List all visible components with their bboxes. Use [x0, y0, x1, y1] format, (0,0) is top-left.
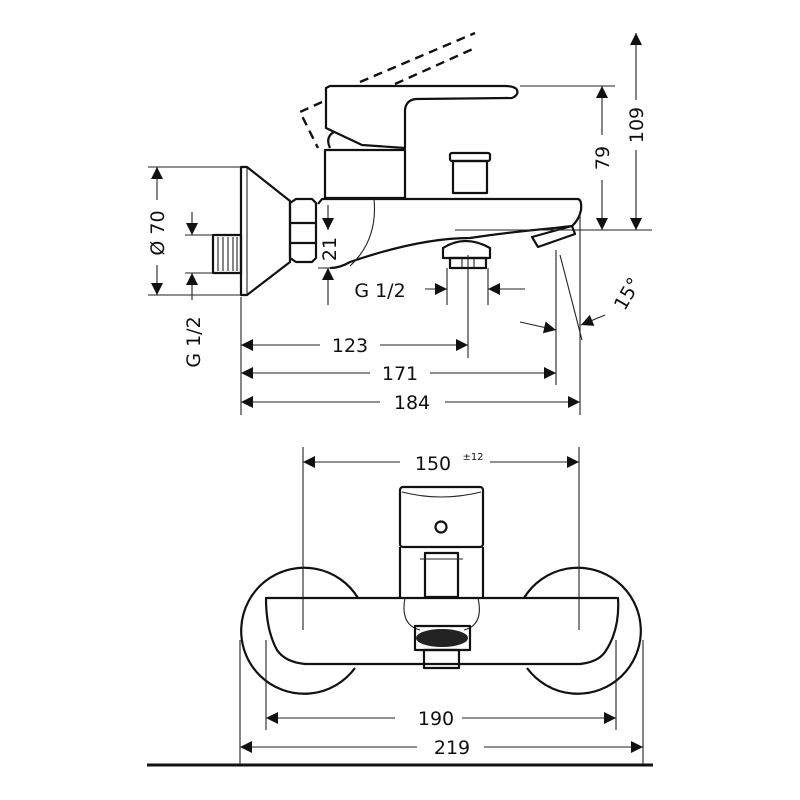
- lever-open-position: [298, 31, 476, 149]
- wall-thread-stub: [211, 233, 243, 275]
- dim-label-wall-thread: G 1/2: [183, 316, 205, 367]
- dim-79: 79: [592, 86, 614, 230]
- dim-wall-thread: G 1/2: [183, 212, 205, 368]
- dim-15-degrees: 15°: [519, 274, 646, 334]
- right-escutcheon: [523, 566, 642, 695]
- mixer-body-front: [264, 596, 620, 666]
- wall-escutcheon: [239, 165, 292, 297]
- dim-outlet-thread: G 1/2: [354, 280, 525, 302]
- dim-label-219: 219: [434, 737, 470, 759]
- lever-indicator: [434, 520, 448, 534]
- dim-diameter-70: Ø 70: [147, 167, 169, 295]
- left-escutcheon: [240, 566, 359, 695]
- dim-label-tolerance: ±12: [462, 452, 483, 463]
- dim-label-184: 184: [394, 392, 430, 414]
- dim-label-109: 109: [626, 107, 648, 143]
- lever-front: [398, 485, 485, 549]
- dim-label-123: 123: [332, 335, 368, 357]
- front-view: 150 ±12 190 219: [147, 447, 653, 767]
- valve-body: [323, 148, 407, 200]
- spout: [317, 197, 583, 270]
- dim-184: 184: [241, 392, 580, 414]
- dim-label-15-degrees: 15°: [610, 274, 646, 314]
- dim-label-171: 171: [382, 363, 418, 385]
- dim-171: 171: [241, 363, 556, 385]
- bath-outlet: [441, 239, 492, 260]
- dim-21: 21: [319, 205, 341, 305]
- mixer-lever: [324, 84, 519, 150]
- connection-nut: [288, 197, 318, 264]
- diverter-knob: [448, 151, 492, 163]
- dim-label-150: 150: [415, 453, 451, 475]
- dim-150: 150 ±12: [303, 452, 579, 475]
- dim-190: 190: [266, 708, 616, 730]
- dim-label-21: 21: [319, 237, 341, 261]
- dim-123: 123: [241, 335, 468, 357]
- dim-label-79: 79: [592, 146, 614, 170]
- side-view: 109 79 Ø 70 G 1/2 21 G 1/2: [147, 31, 652, 415]
- dim-109: 109: [626, 33, 648, 230]
- dim-label-190: 190: [418, 708, 454, 730]
- dim-219: 219: [240, 737, 643, 759]
- dim-label-diameter-70: Ø 70: [147, 210, 169, 255]
- dim-label-outlet-thread: G 1/2: [354, 280, 405, 302]
